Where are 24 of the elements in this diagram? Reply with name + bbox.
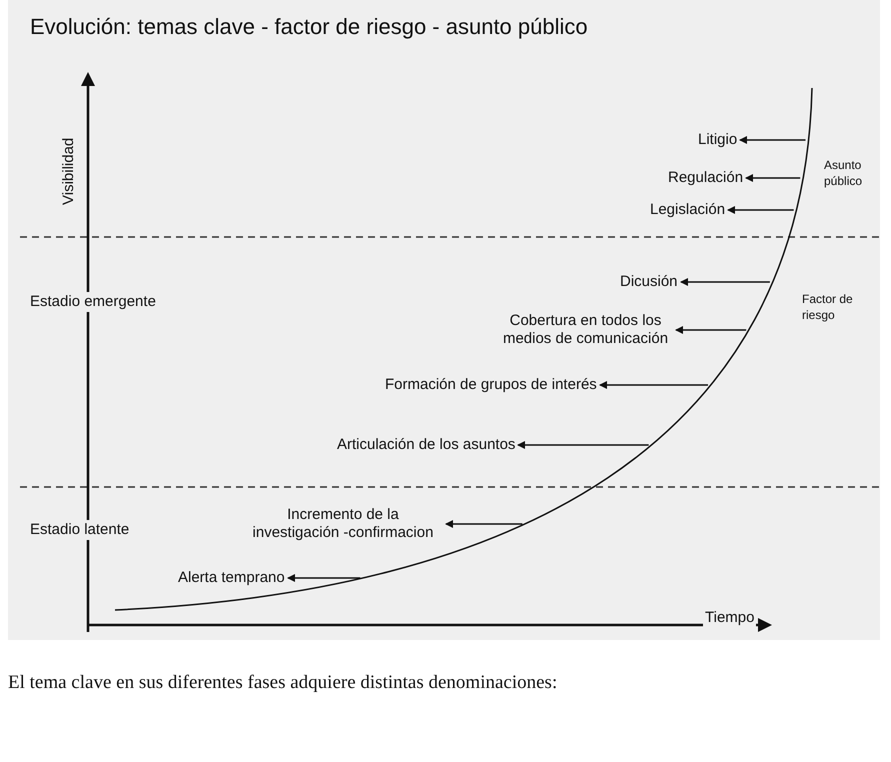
- arrow: [680, 278, 770, 286]
- stage-label: Litigio: [698, 131, 738, 149]
- diagram-title: Evolución: temas clave - factor de riesgo - asunto público: [30, 14, 588, 40]
- stage-name: Estadio emergente: [28, 292, 158, 312]
- arrow: [445, 520, 522, 528]
- arrow: [287, 574, 360, 582]
- stage-label: Alerta temprano: [178, 569, 285, 587]
- stage-name: Estadio latente: [28, 520, 132, 540]
- stage-label: Cobertura en todos los medios de comunicación: [498, 312, 673, 348]
- arrow: [517, 441, 649, 449]
- arrow: [599, 381, 708, 389]
- arrow: [727, 206, 794, 214]
- stage-label: Legislación: [650, 201, 726, 219]
- stage-label: Formación de grupos de interés: [385, 376, 597, 394]
- stage-label: Articulación de los asuntos: [337, 436, 516, 454]
- stage-label: Regulación: [668, 169, 744, 187]
- stage-name: Tiempo: [703, 608, 756, 628]
- stage-label: Dicusión: [620, 273, 678, 291]
- arrow: [739, 136, 806, 144]
- arrow: [745, 174, 800, 182]
- stage-label: Incremento de la investigación -confirmacion: [243, 506, 443, 542]
- caption: El tema clave en sus diferentes fases adquiere distintas denominaciones:: [8, 672, 558, 694]
- arrow: [675, 326, 746, 334]
- axis-label: Visibilidad: [60, 138, 77, 205]
